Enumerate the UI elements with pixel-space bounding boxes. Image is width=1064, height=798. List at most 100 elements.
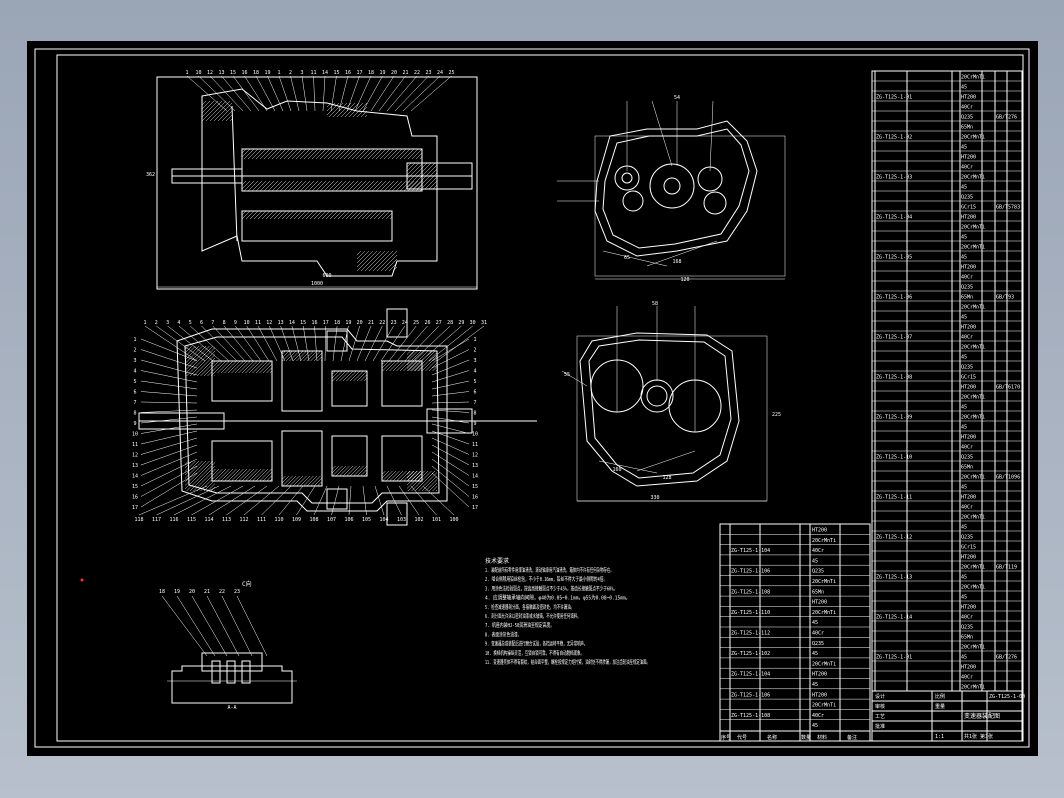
bom-right-code: ZG-T125-1-01	[876, 655, 912, 661]
detail-balloon: 19	[174, 589, 180, 595]
bom-right-material: 40Cr	[961, 165, 973, 171]
top-balloon: 24	[437, 70, 443, 76]
bom-right-material: Q235	[961, 285, 973, 291]
bom-left-code: ZG-T125-1-102	[731, 651, 770, 657]
title-label-3: 批准	[875, 723, 885, 730]
bom-right-material: 45	[961, 185, 967, 191]
main-balloon-top: 17	[323, 320, 329, 326]
bom-right-material: 20CrMnTi	[961, 395, 985, 401]
top-balloon: 23	[425, 70, 431, 76]
notes-title: 技术要求	[485, 557, 509, 565]
main-balloon-right: 17	[472, 505, 478, 511]
bom-right-material: 65Mn	[961, 295, 973, 301]
section-bottom-label: 58	[652, 301, 658, 307]
red-marker-icon	[80, 578, 84, 582]
bom-left-code: ZG-T125-1-108	[731, 713, 770, 719]
detail-balloon: 23	[234, 589, 240, 595]
main-balloon-right: 3	[473, 358, 476, 364]
bom-right-material: 40Cr	[961, 445, 973, 451]
main-balloon-top: 11	[255, 320, 261, 326]
main-balloon-bottom: 106	[344, 517, 353, 523]
bom-right-note: GB/T5783	[996, 205, 1020, 211]
bom-right-note: GB/T1096	[996, 475, 1020, 481]
bom-right-material: 45	[961, 355, 967, 361]
note-line: 10. 换档机构操纵灵活，互锁自锁可靠，不得有自动脱档现象。	[485, 649, 584, 657]
top-balloon: 22	[414, 70, 420, 76]
bom-right-material: 40Cr	[961, 505, 973, 511]
top-balloon: 19	[379, 70, 385, 76]
main-balloon-bottom: 102	[414, 517, 423, 523]
title-block: ZG-T125-1-00 变速器装配图 1:1 共1张 第1张 设计 审核 工艺…	[871, 690, 1025, 742]
main-balloon-right: 6	[473, 390, 476, 396]
bom-right-code: ZG-T125-1-02	[876, 135, 912, 141]
bom-right-material: 20CrMnTi	[961, 645, 985, 651]
top-balloon: 15	[333, 70, 339, 76]
main-balloon-bottom: 100	[449, 517, 458, 523]
main-balloon-top: 21	[368, 320, 374, 326]
bom-left-material: 20CrMnTi	[812, 579, 836, 585]
bom-right-material: HT200	[961, 435, 976, 441]
bom-right-material: Q235	[961, 625, 973, 631]
bom-right-material: 45	[961, 145, 967, 151]
bom-right-material: 20CrMnTi	[961, 305, 985, 311]
section-bottom-dim-3: 128	[662, 475, 671, 481]
bom-right-material: Q235	[961, 115, 973, 121]
bom-right-material: 20CrMnTi	[961, 585, 985, 591]
bom-right-code: ZG-T125-1-11	[876, 495, 912, 501]
title-drawing-no: ZG-T125-1-00	[989, 694, 1025, 700]
main-balloon-bottom: 117	[152, 517, 161, 523]
top-balloon: 15	[230, 70, 236, 76]
bom-right-material: 20CrMnTi	[961, 345, 985, 351]
bom-right-material: 45	[961, 525, 967, 531]
bom-right-code: ZG-T125-1-06	[876, 295, 912, 301]
top-balloon: 19	[264, 70, 270, 76]
main-balloon-right: 13	[472, 463, 478, 469]
bom-right-material: GCr15	[961, 545, 976, 551]
technical-notes: 技术要求 1. 装配前所有零件用煤油清洗，滚动轴承用汽油清洗，箱体内不许有任何杂…	[485, 557, 650, 666]
bom-right-code: ZG-T125-1-08	[876, 375, 912, 381]
bom-left-code: ZG-T125-1-110	[731, 610, 770, 616]
note-line: 4. 应调整轴承轴向间隙，φ40为0.05~0.1mm，φ55为0.08~0.1…	[485, 594, 630, 602]
top-balloon: 2	[289, 70, 292, 76]
bom-right-material: HT200	[961, 155, 976, 161]
bom-left-material: 40Cr	[812, 631, 824, 637]
note-line: 6. 剖分面允许涂以密封油漆或水玻璃，不允许使用任何填料。	[485, 612, 581, 620]
section-top: 120 168 65 54	[557, 95, 786, 283]
note-line: 8. 表面涂灰色油漆。	[485, 630, 521, 638]
note-line: 5. 检查减速器剖分面，各接触面及密封处，均不许漏油。	[485, 603, 574, 611]
section-bottom-dim-1: 225	[772, 412, 781, 418]
bom-right-note: GB/T276	[996, 655, 1017, 661]
main-balloon-bottom: 109	[292, 517, 301, 523]
bom-right-material: GCr15	[961, 205, 976, 211]
main-balloon-right: 7	[473, 400, 476, 406]
bom-right-material: 20CrMnTi	[961, 175, 985, 181]
title-label-0: 设计	[875, 693, 885, 700]
main-balloon-top: 3	[166, 320, 169, 326]
section-bottom: 58 55 225 160 128 330	[561, 301, 781, 502]
main-balloon-top: 2	[155, 320, 158, 326]
main-balloon-left: 15	[132, 484, 138, 490]
main-balloon-right: 4	[473, 369, 476, 375]
bom-right-material: HT200	[961, 95, 976, 101]
bom-right-material: 20CrMnTi	[961, 225, 985, 231]
top-balloon: 16	[345, 70, 351, 76]
bom-right-material: 40Cr	[961, 335, 973, 341]
bom-left-material: 20CrMnTi	[812, 610, 836, 616]
main-balloon-top: 1	[143, 320, 146, 326]
bom-right-note: GB/T119	[996, 565, 1017, 571]
inner-frame	[56, 54, 1024, 742]
bom-right-material: 45	[961, 425, 967, 431]
top-view-dim-height: 362	[146, 172, 155, 178]
bom-right-material: HT200	[961, 265, 976, 271]
bom-left-material: 20CrMnTi	[812, 703, 836, 709]
bom-right-material: 40Cr	[961, 275, 973, 281]
bom-right-material: HT200	[961, 555, 976, 561]
main-balloon-top: 22	[379, 320, 385, 326]
main-balloon-left: 11	[132, 442, 138, 448]
bom-right-code: ZG-T125-1-10	[876, 455, 912, 461]
main-balloon-right: 5	[473, 379, 476, 385]
